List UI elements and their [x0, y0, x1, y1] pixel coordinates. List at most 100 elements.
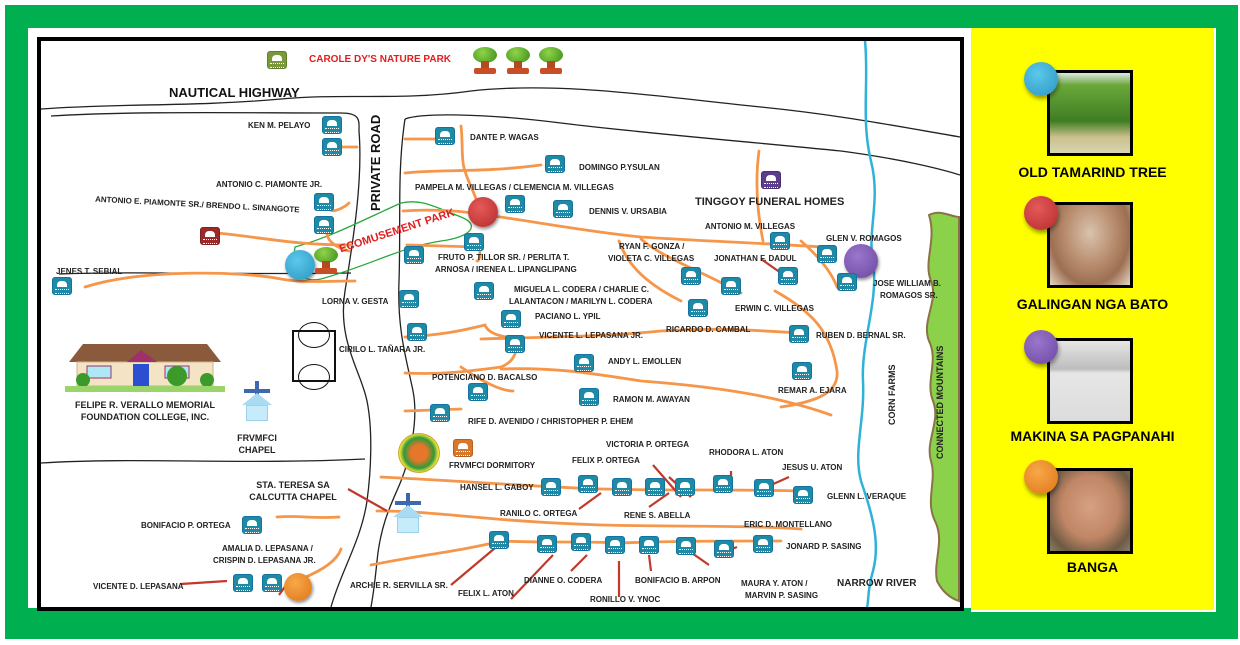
- house-icon[interactable]: [639, 536, 659, 554]
- resident-label: REMAR A. EJARA: [778, 386, 847, 395]
- house-icon[interactable]: [675, 478, 695, 496]
- resident-label: DENNIS V. URSABIA: [589, 207, 667, 216]
- house-icon[interactable]: [242, 516, 262, 534]
- house-icon[interactable]: [778, 267, 798, 285]
- basketball-court-icon: [292, 322, 336, 390]
- galingan-nga-bato-marker[interactable]: [468, 197, 498, 227]
- resident-label: ANTONIO M. VILLEGAS: [705, 222, 796, 231]
- resident-label: RIFE D. AVENIDO / CHRISTOPHER P. EHEM: [468, 417, 634, 426]
- house-icon[interactable]: [314, 193, 334, 211]
- orange-marker-icon: [1024, 460, 1058, 494]
- house-icon[interactable]: [688, 299, 708, 317]
- house-icon[interactable]: [430, 404, 450, 422]
- house-icon[interactable]: [474, 282, 494, 300]
- blue-marker-icon: [1024, 62, 1058, 96]
- resident-label: GLENN L. VERAQUE: [827, 492, 907, 501]
- house-icon[interactable]: [612, 478, 632, 496]
- resident-label: ANDY L. EMOLLEN: [608, 357, 682, 366]
- corn-farms-label: CORN FARMS: [887, 364, 897, 426]
- legend-item-galingan-nga-bato: GALINGAN NGA BATO: [971, 196, 1214, 322]
- house-icon[interactable]: [541, 478, 561, 496]
- house-icon[interactable]: [489, 531, 509, 549]
- resident-label: VICENTE L. LEPASANA JR.: [539, 331, 644, 340]
- ecomusement-park-boundary: [293, 201, 473, 281]
- dormitory-label: FRVMFCI DORMITORY: [449, 461, 536, 470]
- resident-label: ANTONIO C. PIAMONTE JR.: [216, 180, 323, 189]
- house-icon[interactable]: [505, 195, 525, 213]
- sewing-machine-photo: [1047, 338, 1133, 424]
- resident-label: BONIFACIO P. ORTEGA: [141, 521, 231, 530]
- resident-label: FRUTO P. TILLOR SR. / PERLITA T.: [438, 253, 570, 262]
- resident-label: LORNA V. GESTA: [322, 297, 389, 306]
- house-icon[interactable]: [754, 479, 774, 497]
- side-road-southwest: [41, 458, 366, 464]
- house-icon[interactable]: [468, 383, 488, 401]
- house-icon[interactable]: [407, 323, 427, 341]
- resident-label: KEN M. PELAYO: [248, 121, 311, 130]
- resident-label: JONATHAN F. DADUL: [714, 254, 797, 263]
- tree-icon: [472, 47, 498, 75]
- house-icon[interactable]: [537, 535, 557, 553]
- sta-teresa-label-line1: STA. TERESA SA: [256, 480, 330, 490]
- house-icon[interactable]: [553, 200, 573, 218]
- resident-label: PAMPELA M. VILLEGAS / CLEMENCIA M. VILLE…: [415, 183, 614, 192]
- house-icon[interactable]: [714, 540, 734, 558]
- banga-marker[interactable]: [284, 573, 312, 601]
- house-icon[interactable]: [574, 354, 594, 372]
- house-icon[interactable]: [399, 290, 419, 308]
- narrow-river: [856, 41, 878, 607]
- mountains-label: CONNECTED MOUNTAINS: [935, 345, 945, 459]
- house-icon[interactable]: [505, 335, 525, 353]
- house-icon[interactable]: [770, 232, 790, 250]
- house-icon[interactable]: [464, 233, 484, 251]
- house-icon[interactable]: [681, 267, 701, 285]
- house-icon[interactable]: [579, 388, 599, 406]
- resident-label: AMALIA D. LEPASANA /: [222, 544, 313, 553]
- old-tamarind-tree-marker[interactable]: [285, 250, 315, 280]
- house-icon[interactable]: [404, 246, 424, 264]
- private-road-label: PRIVATE ROAD: [368, 114, 383, 211]
- house-icon[interactable]: [793, 486, 813, 504]
- house-icon[interactable]: [792, 362, 812, 380]
- house-icon[interactable]: [789, 325, 809, 343]
- house-icon[interactable]: [545, 155, 565, 173]
- resident-label: RANILO C. ORTEGA: [500, 509, 578, 518]
- house-icon[interactable]: [262, 574, 282, 592]
- house-icon[interactable]: [233, 574, 253, 592]
- house-icon[interactable]: [713, 475, 733, 493]
- house-icon[interactable]: [435, 127, 455, 145]
- house-icon[interactable]: [52, 277, 72, 295]
- house-icon[interactable]: [753, 535, 773, 553]
- funeral-home-icon[interactable]: [761, 171, 781, 189]
- resident-label: ARNOSA / IRENEA L. LIPANGLIPANG: [435, 265, 577, 274]
- house-icon[interactable]: [837, 273, 857, 291]
- house-icon[interactable]: [200, 227, 220, 245]
- makina-sa-pagpanahi-marker[interactable]: [844, 244, 878, 278]
- house-icon[interactable]: [314, 216, 334, 234]
- dormitory-icon[interactable]: [453, 439, 473, 457]
- resident-label: RHODORA L. ATON: [709, 448, 784, 457]
- connected-mountains: [925, 211, 960, 603]
- river-label: NARROW RIVER: [837, 578, 917, 589]
- house-icon[interactable]: [676, 537, 696, 555]
- resident-label: DOMINGO P.YSULAN: [579, 163, 660, 172]
- resident-label: JOSE WILLIAM B.: [873, 279, 941, 288]
- house-icon[interactable]: [322, 138, 342, 156]
- house-icon[interactable]: [578, 475, 598, 493]
- house-icon[interactable]: [605, 536, 625, 554]
- resident-label: VICTORIA P. ORTEGA: [606, 440, 689, 449]
- resident-label: ERIC D. MONTELLANO: [744, 520, 832, 529]
- legend-item-banga: BANGA: [971, 460, 1214, 588]
- resident-label: JENES T. SEBIAL: [56, 267, 123, 276]
- private-road-west-edge: [330, 130, 372, 607]
- house-icon[interactable]: [645, 478, 665, 496]
- house-icon[interactable]: [322, 116, 342, 134]
- house-icon[interactable]: [571, 533, 591, 551]
- roads-layer: [41, 41, 960, 607]
- college-label-line1: FELIPE R. VERALLO MEMORIAL: [74, 400, 215, 410]
- resident-label: POTENCIANO D. BACALSO: [432, 373, 538, 382]
- resident-label: PACIANO L. YPIL: [535, 312, 601, 321]
- house-icon[interactable]: [721, 277, 741, 295]
- house-icon[interactable]: [501, 310, 521, 328]
- house-icon[interactable]: [817, 245, 837, 263]
